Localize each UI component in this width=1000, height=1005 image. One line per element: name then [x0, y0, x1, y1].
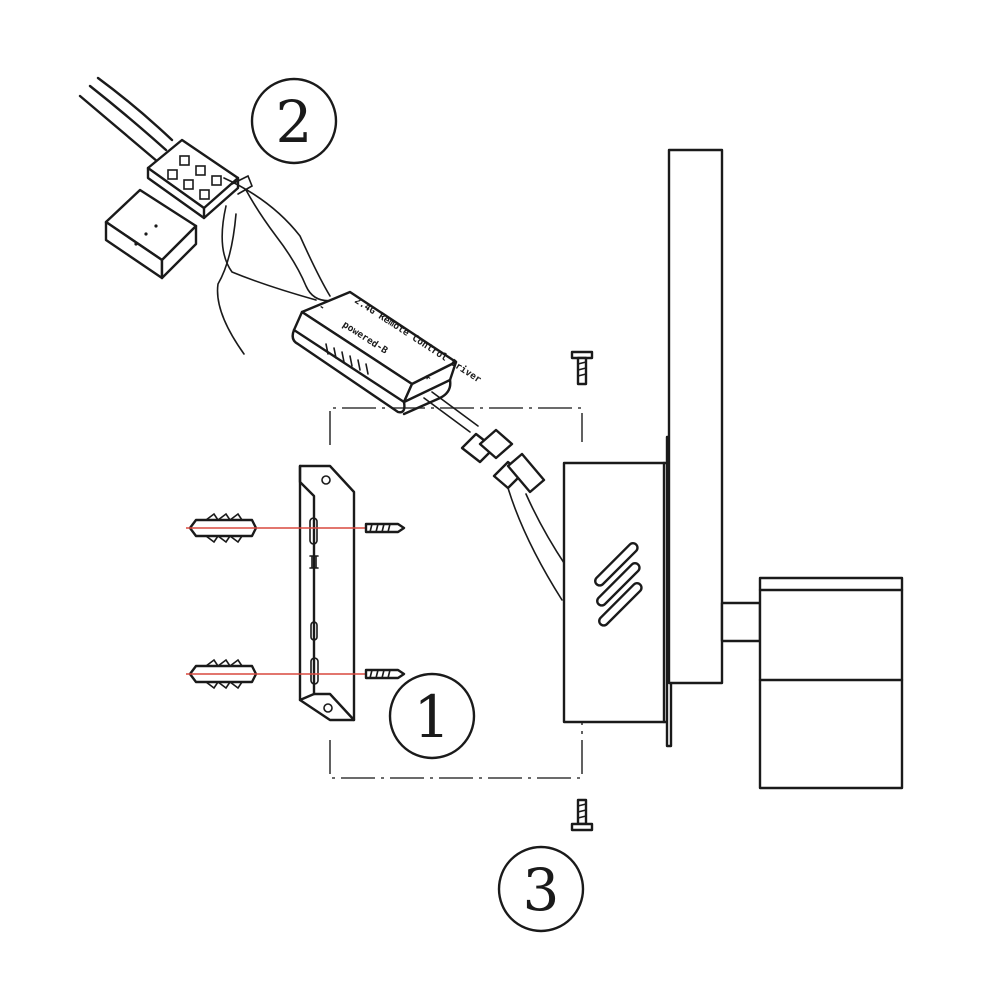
lamp-lead-1 [507, 487, 563, 601]
callout-1-number: 1 [414, 683, 451, 751]
wood-screw-upper [364, 522, 406, 534]
junction-box [104, 188, 198, 280]
feed-wire-4 [223, 177, 331, 297]
callout-2-number: 2 [276, 88, 313, 156]
mount-outline-top [329, 407, 583, 445]
lamp-base-plate [562, 461, 671, 724]
terminal-block [146, 138, 254, 220]
feed-wire-3 [216, 213, 245, 355]
driver-plus-mark: + [422, 371, 433, 383]
wood-screw-lower [364, 668, 406, 680]
feed-wire-2 [221, 205, 317, 301]
mounting-bracket [298, 464, 356, 722]
lamp-arm [720, 601, 762, 643]
callout-1: 1 [388, 672, 476, 760]
callout-3: 3 [497, 845, 585, 933]
feed-wire-1 [245, 189, 337, 302]
callout-2: 2 [250, 77, 338, 165]
mains-cable [78, 76, 174, 164]
lamp-head [758, 576, 904, 790]
output-lead-2 [431, 391, 479, 427]
mount-outline-bottom [329, 722, 583, 779]
output-lead-1 [423, 397, 471, 433]
set-screw-bottom [570, 798, 594, 832]
callout-3-number: 3 [523, 856, 560, 924]
lamp-back-plate [667, 148, 724, 685]
set-screw-top [570, 350, 594, 386]
driver-minus-mark: - [316, 301, 327, 313]
reflection-marks [594, 542, 643, 627]
connector-plug [460, 428, 546, 494]
remote-control-driver: 2.4G Remote Control Driver powered-B - + [291, 290, 483, 416]
wall-lamp [562, 148, 904, 790]
lamp-lead-2 [525, 493, 567, 567]
